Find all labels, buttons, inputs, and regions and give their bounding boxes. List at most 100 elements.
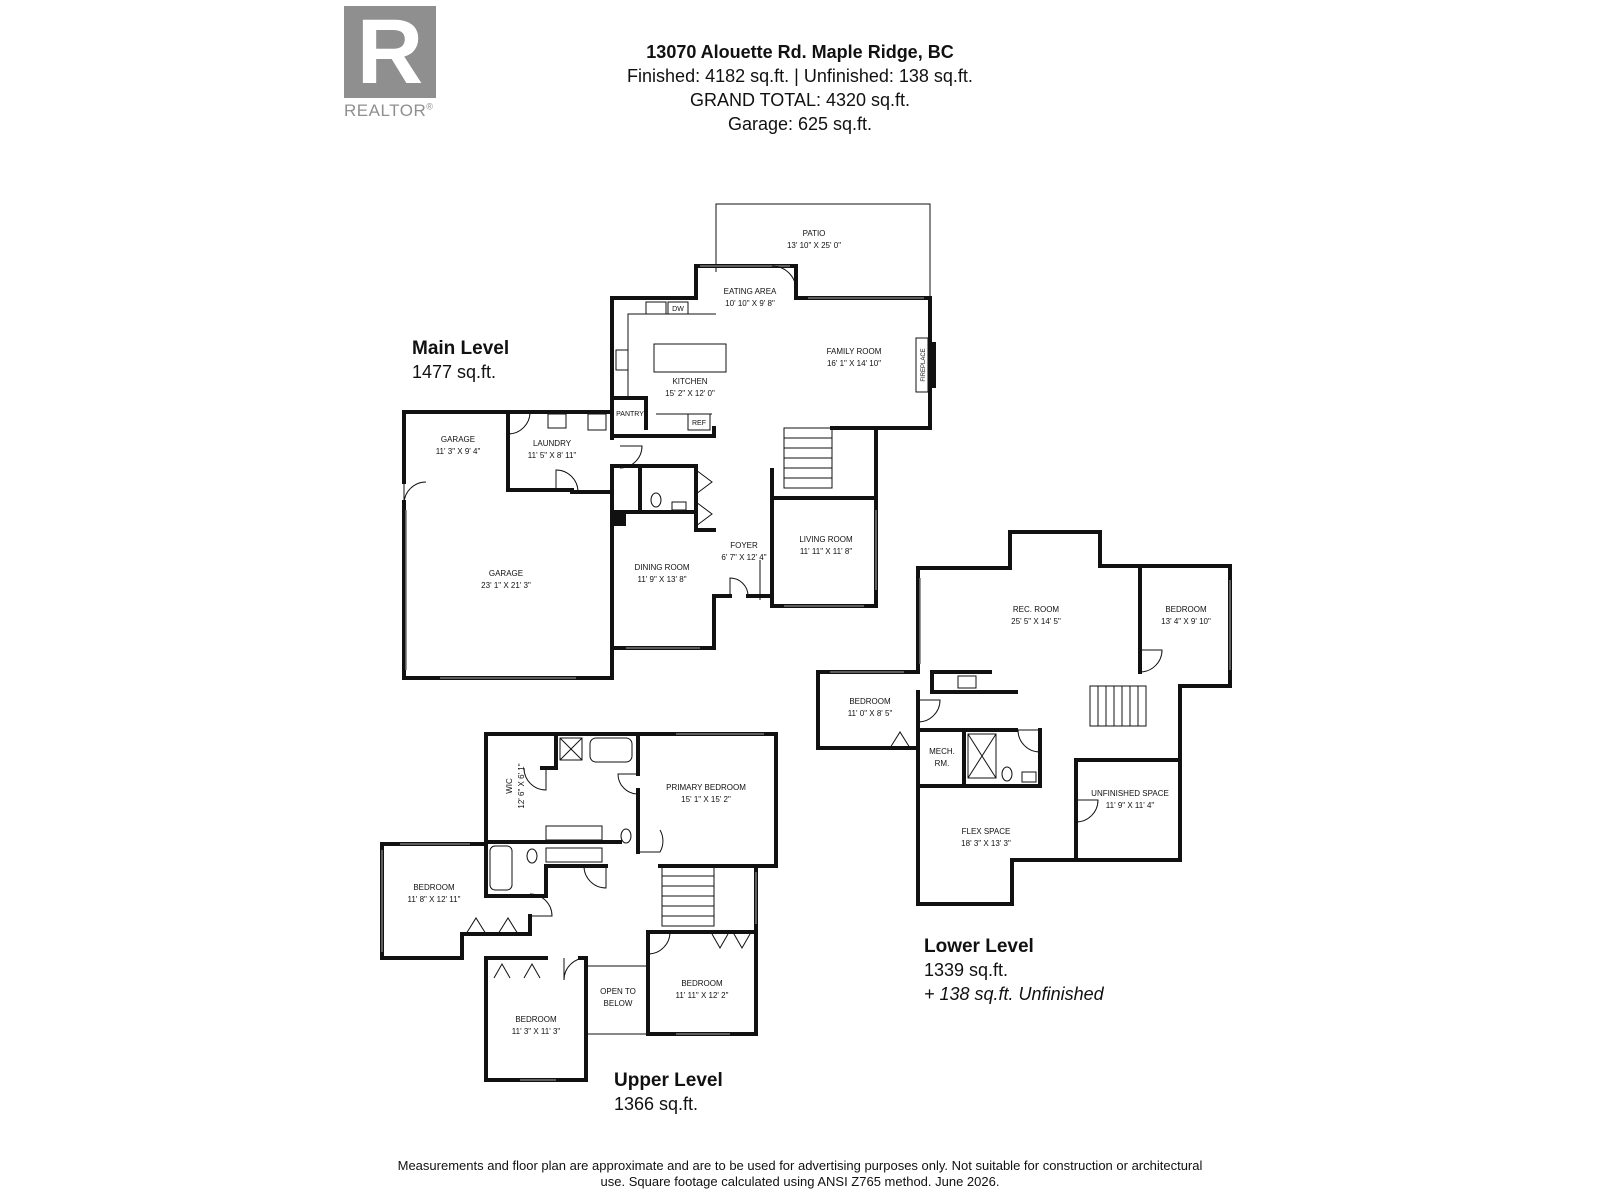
room-dims: 11' 11" X 11' 8" (800, 547, 852, 556)
main-level-title: Main Level (412, 338, 510, 359)
room-name: BEDROOM (413, 883, 455, 892)
realtor-r-mark: R (344, 6, 436, 98)
washer-icon (587, 413, 607, 431)
room-name: GARAGE (489, 569, 523, 578)
powder-room-wall (610, 464, 698, 514)
dishwasher-icon (667, 301, 689, 315)
laundry-door (507, 411, 531, 435)
room-name-line2: RM. (935, 759, 950, 768)
primary-bathtub-icon (589, 737, 633, 763)
closet-bifold-lower (695, 501, 713, 527)
bottom-bedroom-closet (523, 962, 541, 979)
front-door (729, 577, 749, 597)
ref-label: REF (692, 420, 706, 427)
right-bedroom-closet (711, 933, 729, 950)
room-dims: 15' 1" X 15' 2" (681, 795, 731, 804)
hall-door (619, 445, 643, 469)
room-dims: 11' 5" X 8' 11" (528, 451, 577, 460)
room-name: DINING ROOM (634, 563, 689, 572)
kitchen-bottom-wall (610, 426, 716, 438)
garage-area-line: Garage: 625 sq.ft. (727, 114, 873, 134)
lower-bedroom-right-door (1139, 649, 1163, 673)
room-dims: 10' 10" X 9' 8" (725, 299, 775, 308)
lower-level-title: Lower Level (924, 936, 1034, 957)
hall-bath-wall (484, 840, 608, 898)
room-name: WIC (505, 778, 514, 794)
bedroom-closet-bifold (465, 917, 487, 935)
powder-sink-icon (671, 501, 687, 511)
rec-room-bar-wall (930, 670, 1018, 694)
kitchen-sink-icon (645, 301, 667, 315)
flex-space-wall (916, 784, 1078, 906)
realtor-r-letter: R (356, 1, 424, 103)
bottom-bedroom-closet (493, 962, 511, 979)
wic-inner-wall (540, 732, 558, 770)
unfinished-space-wall (1074, 758, 1182, 862)
right-bedroom-closet (733, 933, 751, 950)
upper-bedroom-right-door (647, 931, 671, 955)
upper-level-title: Upper Level (614, 1070, 723, 1091)
wic-door (523, 767, 547, 791)
room-dims: 11' 9" X 13' 8" (637, 575, 686, 584)
room-name: BEDROOM (681, 979, 723, 988)
grand-total-line: GRAND TOTAL: 4320 sq.ft. (689, 90, 911, 110)
mech-bath-wall (916, 690, 1042, 788)
eating-area-door (771, 265, 797, 291)
wic-wall (484, 732, 558, 844)
fireplace-label: FIREPLACE (921, 348, 927, 381)
rec-room-exterior-wall (916, 530, 1142, 674)
realtor-logo: R REALTOR® (344, 6, 450, 126)
main-level-plan: PATIO 13' 10" X 25' 0" EATING AREA 10' 1… (402, 203, 936, 680)
refrigerator-icon (687, 413, 711, 431)
closet-wall (694, 510, 716, 532)
room-dims: 25' 5" X 14' 5" (1011, 617, 1061, 626)
room-dims: 15' 2" X 12' 0" (665, 389, 715, 398)
main-level-sqft: 1477 sq.ft. (412, 362, 497, 382)
registered-mark: ® (426, 101, 434, 112)
room-name-line2: BELOW (604, 999, 633, 1008)
kitchen-island (653, 343, 727, 373)
room-name: REC. ROOM (1013, 605, 1060, 614)
room-dims: 16' 1" X 14' 10" (827, 359, 881, 368)
disclaimer-line-2: use. Square footage calculated using ANS… (600, 1174, 1000, 1189)
disclaimer-line-1: Measurements and floor plan are approxim… (397, 1158, 1203, 1173)
hall-bathtub-icon (489, 845, 513, 891)
primary-bath-door (617, 773, 639, 795)
room-name: MECH. (929, 747, 955, 756)
finished-area-line: Finished: 4182 sq.ft. | Unfinished: 138 … (627, 66, 973, 86)
patio-outline (715, 203, 931, 298)
room-name: FLEX SPACE (962, 827, 1011, 836)
room-dims: 13' 10" X 25' 0" (787, 241, 841, 250)
upper-bedroom-left-wall (380, 842, 532, 960)
primary-bedroom-door (638, 829, 664, 853)
laundry-closet-door (555, 469, 579, 493)
room-dims: 11' 3" X 9' 4" (436, 447, 481, 456)
hall-bath-door (583, 865, 607, 889)
lower-level-sqft: 1339 sq.ft. (924, 960, 1009, 980)
pantry-label: PANTRY (616, 411, 644, 418)
dw-label: DW (672, 306, 684, 313)
lower-shower-x (967, 733, 997, 779)
lower-toilet-icon (1001, 766, 1013, 782)
garage-side-door (403, 481, 427, 505)
lower-bedroom-closet-door (889, 731, 911, 749)
property-address: 13070 Alouette Rd. Maple Ridge, BC (646, 42, 954, 62)
upper-bedroom-bottom-door (563, 957, 587, 981)
room-dims: 12' 6" X 6' 1" (517, 763, 526, 808)
room-name: UNFINISHED SPACE (1091, 789, 1169, 798)
powder-toilet-icon (650, 492, 662, 508)
room-name: GARAGE (441, 435, 475, 444)
unfinished-space-door (1075, 799, 1099, 823)
dining-room-wall (610, 510, 732, 650)
room-name: KITCHEN (672, 377, 707, 386)
lower-stairs-icon (1089, 685, 1147, 727)
room-name: LAUNDRY (533, 439, 572, 448)
upper-bedroom-left-door (529, 893, 553, 917)
stair-wall-lower (1144, 684, 1182, 762)
room-name: FOYER (730, 541, 758, 550)
upper-level-plan: WIC 12' 6" X 6' 1" PRIMARY BEDROOM 15' 1… (380, 732, 778, 1082)
lower-bath-door (1017, 729, 1041, 753)
bedroom-closet-bifold (497, 917, 519, 935)
room-name: BEDROOM (515, 1015, 557, 1024)
